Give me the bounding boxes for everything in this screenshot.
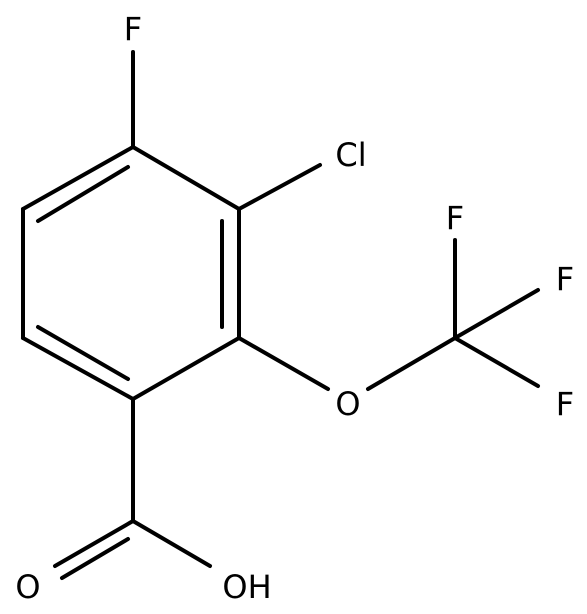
atom-label-oh: OH (222, 568, 271, 606)
ring-bond-c4-c5-inner (36, 325, 130, 381)
atom-label-f-top: F (124, 10, 142, 48)
atom-label-o-ether: O (335, 385, 360, 423)
ring-bond-c4-c5 (21, 336, 135, 401)
bond-o-cf3 (366, 336, 457, 391)
bond-c-o-double-inner (60, 537, 130, 580)
atom-label-f-cf3-2: F (556, 260, 574, 298)
ring-bond-c1-c2 (131, 145, 241, 211)
bond-c-oh (131, 519, 212, 568)
bond-c2-cl (237, 163, 322, 211)
ring-bond-c6-c1-inner (36, 165, 130, 223)
atom-label-f-cf3-1: F (446, 199, 464, 237)
bond-c-o-double-outer (53, 519, 135, 568)
ring-bond-c6-c1 (21, 145, 135, 211)
bond-cf3-f2 (453, 288, 540, 340)
bond-lines (21, 50, 540, 580)
atom-labels: F Cl O F F F O OH (15, 10, 574, 606)
ring-bond-c3-c4 (131, 336, 241, 401)
bond-cf3-f3 (453, 336, 540, 388)
atom-label-f-cf3-3: F (556, 385, 574, 423)
atom-label-cl: Cl (335, 136, 366, 174)
bond-c3-o (237, 336, 330, 391)
atom-label-o-carbonyl: O (15, 568, 40, 606)
